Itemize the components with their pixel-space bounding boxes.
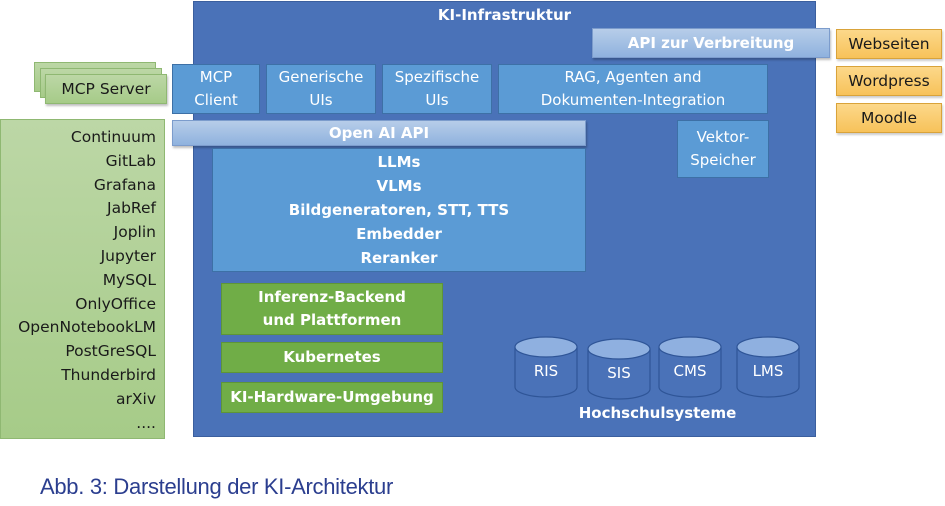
rag-agents-line1: RAG, Agenten and bbox=[564, 68, 702, 86]
output-webseiten: Webseiten bbox=[836, 29, 942, 59]
openai-api-bar: Open AI API bbox=[172, 120, 586, 146]
model-item: VLMs bbox=[376, 177, 422, 195]
generic-uis-line1: Generische bbox=[278, 68, 364, 86]
specific-uis-line2: UIs bbox=[425, 91, 449, 109]
tool-item: OnlyOffice bbox=[75, 294, 156, 313]
tool-item: .... bbox=[136, 413, 156, 432]
model-item: Bildgeneratoren, STT, TTS bbox=[288, 201, 510, 219]
vector-store-line1: Vektor- bbox=[696, 128, 750, 146]
vector-store-line2: Speicher bbox=[690, 151, 756, 169]
output-wordpress: Wordpress bbox=[836, 66, 942, 96]
generic-uis-line2: UIs bbox=[309, 91, 333, 109]
database-cylinder-icon bbox=[658, 336, 722, 398]
database-lms: LMS bbox=[736, 336, 800, 398]
tool-item: Jupyter bbox=[100, 246, 156, 265]
models-box: LLMs VLMs Bildgeneratoren, STT, TTS Embe… bbox=[212, 148, 586, 272]
figure-caption: Abb. 3: Darstellung der KI-Architektur bbox=[40, 474, 393, 499]
api-distribution-bar: API zur Verbreitung bbox=[592, 28, 830, 58]
tool-item: arXiv bbox=[116, 389, 156, 408]
rag-agents-line2: Dokumenten-Integration bbox=[540, 91, 726, 109]
database-cylinder-icon bbox=[736, 336, 800, 398]
database-label: CMS bbox=[673, 362, 707, 380]
rag-agents-box: RAG, Agenten and Dokumenten-Integration bbox=[498, 64, 768, 114]
model-item: LLMs bbox=[377, 153, 421, 171]
database-label: LMS bbox=[752, 362, 784, 380]
inference-backend-box: Inferenz-Backend und Plattformen bbox=[221, 283, 443, 335]
inference-line1: Inferenz-Backend bbox=[258, 288, 406, 306]
mcp-client-line2: Client bbox=[194, 91, 238, 109]
tool-item: PostGreSQL bbox=[65, 342, 156, 361]
model-item: Embedder bbox=[356, 225, 442, 243]
inference-line2: und Plattformen bbox=[262, 311, 402, 329]
ki-infrastructure-title: KI-Infrastruktur bbox=[437, 6, 572, 24]
mcp-client-line1: MCP bbox=[199, 68, 233, 86]
ki-hardware-box: KI-Hardware-Umgebung bbox=[221, 382, 443, 413]
tool-item: Thunderbird bbox=[61, 365, 156, 384]
tools-list: Continuum GitLab Grafana JabRef Joplin J… bbox=[0, 119, 165, 439]
database-cylinder-icon bbox=[514, 336, 578, 398]
kubernetes-box: Kubernetes bbox=[221, 342, 443, 373]
vector-store-box: Vektor- Speicher bbox=[677, 120, 769, 178]
database-cylinder-icon bbox=[587, 338, 651, 400]
university-systems-title: Hochschulsysteme bbox=[578, 404, 737, 422]
mcp-client-box: MCP Client bbox=[172, 64, 260, 114]
database-cms: CMS bbox=[658, 336, 722, 398]
database-label: RIS bbox=[533, 362, 559, 380]
tool-item: MySQL bbox=[102, 270, 156, 289]
mcp-server-box: MCP Server bbox=[45, 74, 167, 104]
tool-item: GitLab bbox=[105, 151, 156, 170]
database-sis: SIS bbox=[587, 338, 651, 400]
output-moodle: Moodle bbox=[836, 103, 942, 133]
database-ris: RIS bbox=[514, 336, 578, 398]
tool-item: JabRef bbox=[107, 199, 156, 218]
specific-uis-line1: Spezifische bbox=[394, 68, 480, 86]
tool-item: Continuum bbox=[70, 128, 156, 146]
specific-uis-box: Spezifische UIs bbox=[382, 64, 492, 114]
model-item: Reranker bbox=[360, 249, 438, 267]
tool-item: Joplin bbox=[113, 223, 156, 242]
tool-item: Grafana bbox=[93, 175, 156, 194]
database-label: SIS bbox=[607, 364, 631, 382]
generic-uis-box: Generische UIs bbox=[266, 64, 376, 114]
tool-item: OpenNotebookLM bbox=[18, 318, 156, 337]
